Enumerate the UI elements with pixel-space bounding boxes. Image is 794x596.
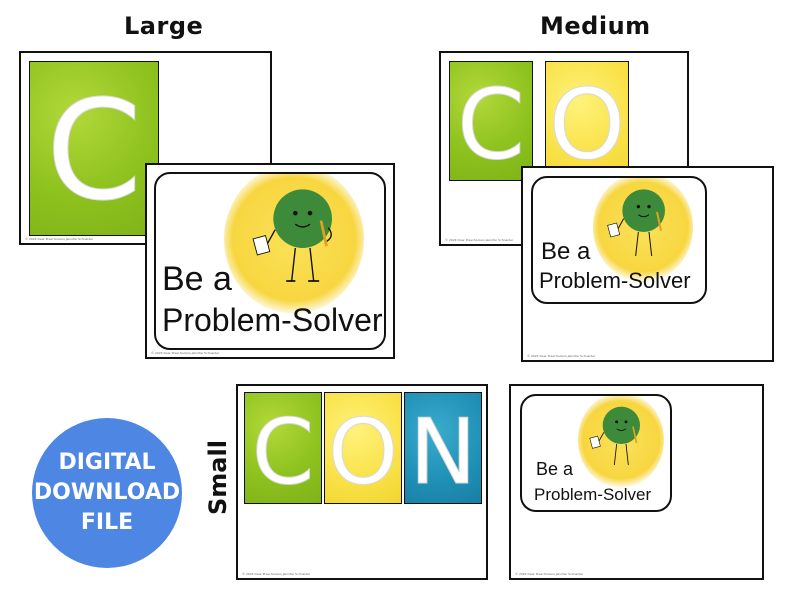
svg-text:C: C xyxy=(46,70,142,231)
green-ball-character-icon xyxy=(252,189,332,282)
poster-line-1: Be a xyxy=(541,238,591,265)
poster-line-1: Be a xyxy=(536,459,574,479)
letter-tile-c: C xyxy=(244,392,322,504)
medium-poster-sheet: Be a Problem-Solver © 2024 Dear Preschoo… xyxy=(521,166,774,362)
poster-line-2: Problem-Solver xyxy=(534,485,652,504)
poster-line-2: Problem-Solver xyxy=(162,302,383,338)
letter-tile-c: C xyxy=(449,61,533,181)
copyright-text: © 2024 Dear Preschoolers·Jennifer Schnei… xyxy=(527,354,596,358)
badge-line-1: DIGITAL xyxy=(58,450,156,476)
letter-o-glyph: O xyxy=(548,68,626,180)
letter-tile-o: O xyxy=(545,61,629,181)
badge-line-2: DOWNLOAD xyxy=(33,480,181,506)
small-letter-sheet: C O N © 2024 Dear Preschoolers·Jennifer … xyxy=(236,384,488,580)
svg-text:N: N xyxy=(409,401,476,503)
copyright-text: © 2024 Dear Preschoolers·Jennifer Schnei… xyxy=(25,237,94,241)
copyright-text: © 2024 Dear Preschoolers·Jennifer Schnei… xyxy=(151,351,220,355)
letter-c-glyph: C xyxy=(251,401,315,503)
letter-tile-n: N xyxy=(404,392,482,504)
small-poster-frame: Be a Problem-Solver xyxy=(520,394,672,512)
digital-download-badge: DIGITAL DOWNLOAD FILE xyxy=(32,418,182,568)
badge-line-3: FILE xyxy=(80,509,134,535)
letter-tile-o: O xyxy=(324,392,402,504)
green-ball-character-icon xyxy=(607,189,665,257)
letter-c-glyph: C xyxy=(45,70,142,232)
svg-text:C: C xyxy=(252,401,315,503)
medium-label: Medium xyxy=(540,12,651,40)
letter-o-glyph: O xyxy=(327,401,399,503)
letter-tile-c: C xyxy=(29,61,159,236)
letter-n-glyph: N xyxy=(409,401,477,503)
small-label: Small xyxy=(204,440,232,515)
copyright-text: © 2024 Dear Preschoolers·Jennifer Schnei… xyxy=(242,572,311,576)
large-label: Large xyxy=(124,12,204,40)
svg-text:O: O xyxy=(549,68,626,180)
copyright-text: © 2024 Dear Preschoolers·Jennifer Schnei… xyxy=(515,572,584,576)
poster-line-1: Be a xyxy=(162,260,232,298)
poster-line-2: Problem-Solver xyxy=(539,268,691,293)
letter-c-glyph: C xyxy=(456,68,525,180)
green-ball-character-icon xyxy=(589,406,640,466)
large-poster-sheet: Be a Problem-Solver © 2024 Dear Preschoo… xyxy=(145,163,395,359)
svg-text:O: O xyxy=(328,401,399,503)
medium-poster-frame: Be a Problem-Solver xyxy=(531,176,707,304)
svg-text:C: C xyxy=(457,68,525,180)
small-poster-sheet: Be a Problem-Solver © 2024 Dear Preschoo… xyxy=(509,384,764,580)
large-letter-sheet: C © 2024 Dear Preschoolers·Jennifer Schn… xyxy=(19,51,272,245)
copyright-text: © 2024 Dear Preschoolers·Jennifer Schnei… xyxy=(445,238,514,242)
large-poster-frame: Be a Problem-Solver xyxy=(154,172,386,350)
